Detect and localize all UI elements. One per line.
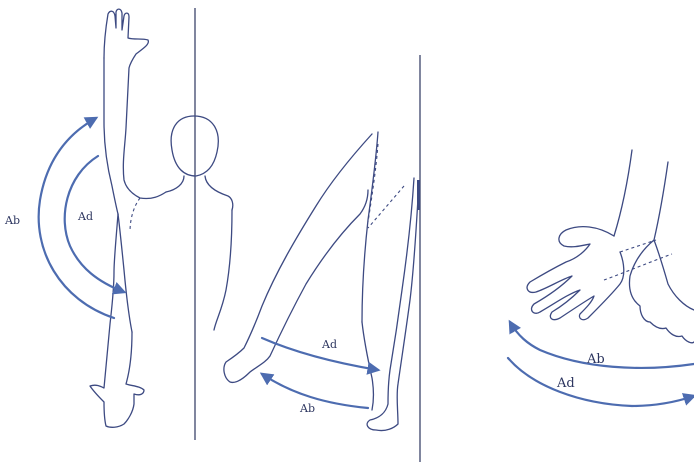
body-edge: [417, 180, 420, 210]
hip-adduction-arrow: [262, 338, 378, 370]
shoulder-panel: Ab Ad: [4, 9, 233, 427]
lowered-arm-outline: [90, 214, 144, 427]
wrist-figure: [527, 150, 694, 343]
wrist-abduction-label: Ab: [586, 352, 605, 367]
leg-figure: [224, 132, 420, 431]
standing-leg-outline: [367, 178, 418, 431]
raised-arm-inner: [104, 58, 118, 214]
deviated-hand-outline: [527, 227, 624, 320]
torso-outline: [118, 210, 232, 332]
shoulder-joint-dashes: [130, 198, 140, 232]
inner-leg-outline: [362, 322, 374, 410]
raised-arm-outline: [104, 9, 166, 198]
pelvis-outline: [362, 132, 378, 322]
shoulder-abduction-arrow: [39, 118, 114, 318]
wrist-panel: Ab Ad: [508, 150, 694, 406]
hip-joint-dashes: [368, 144, 404, 228]
abducted-leg-outline: [224, 134, 372, 382]
shoulder-adduction-arrow: [65, 156, 124, 292]
shoulder-abduction-label: Ab: [4, 214, 20, 227]
shoulder-adduction-label: Ad: [77, 210, 93, 223]
shoulder-figure: [90, 9, 233, 427]
neutral-hand-outline: [629, 240, 694, 343]
wrist-joint-dashes: [604, 240, 672, 280]
wrist-adduction-label: Ad: [556, 376, 575, 391]
forearm-outline: [614, 150, 668, 240]
hip-panel: Ad Ab: [224, 132, 420, 431]
hip-abduction-label: Ab: [299, 402, 315, 415]
neck-shoulder-outline: [166, 176, 233, 210]
hip-adduction-label: Ad: [321, 338, 337, 351]
hip-abduction-arrow: [262, 374, 368, 408]
